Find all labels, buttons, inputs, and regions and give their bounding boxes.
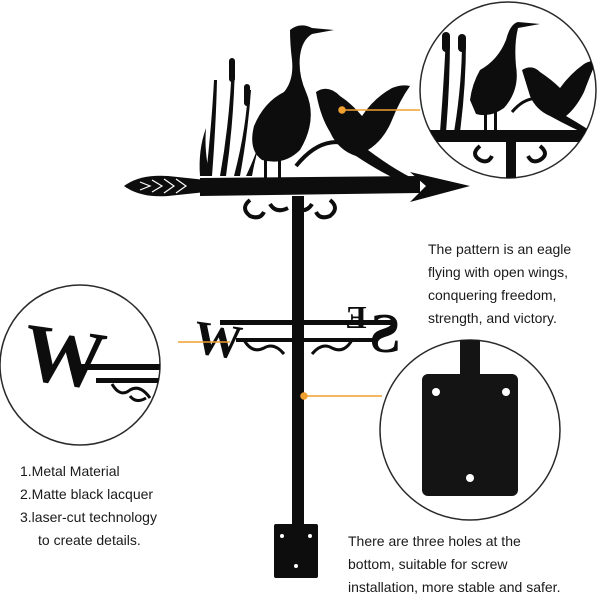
holes-description-line: There are three holes at the	[348, 533, 521, 549]
feature-item: 1.Metal Material	[20, 463, 120, 479]
zoom-circle-birds	[419, 1, 597, 179]
pattern-description-line: flying with open wings,	[428, 264, 569, 280]
mount-plate	[274, 524, 318, 578]
heron-silhouette	[252, 25, 334, 178]
pattern-description-line: conquering freedom,	[428, 287, 557, 303]
arrow-head	[410, 172, 470, 202]
flying-bird-silhouette	[316, 85, 412, 182]
feature-item-continuation: to create details.	[38, 532, 141, 548]
zoom-circle-compass: W	[0, 284, 161, 446]
holes-description-line: bottom, suitable for screw	[348, 556, 508, 572]
holes-description: There are three holes at the bottom, sui…	[348, 530, 560, 599]
zoom-circle-mount-plate	[379, 339, 561, 521]
pole	[292, 196, 304, 526]
pattern-description-line: strength, and victory.	[428, 310, 557, 326]
feature-item: 3.laser-cut technology	[20, 509, 157, 525]
pattern-description-line: The pattern is an eagle	[428, 241, 572, 257]
features-list: 1.Metal Material 2.Matte black lacquer 3…	[20, 460, 157, 552]
compass-letter-east: E	[345, 299, 366, 335]
compass-letter-west: W	[190, 311, 245, 370]
reeds	[199, 58, 262, 176]
callout-lines	[178, 106, 420, 400]
feature-item: 2.Matte black lacquer	[20, 486, 154, 502]
arrow-platform	[200, 176, 420, 196]
compass-letter-south: S	[369, 303, 400, 365]
pattern-description: The pattern is an eagle flying with open…	[428, 238, 571, 330]
zoom-compass-letter-west: W	[18, 306, 112, 408]
holes-description-line: installation, more stable and safer.	[348, 579, 561, 595]
arrow-tail-feather	[124, 175, 206, 197]
